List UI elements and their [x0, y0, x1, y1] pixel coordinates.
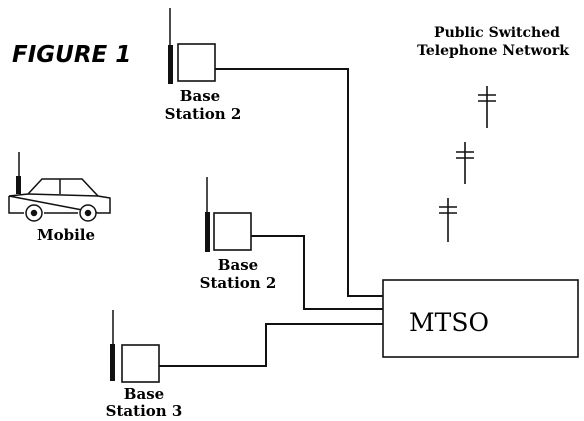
- base-station-2-box: [214, 213, 251, 250]
- link-bs3-mtso: [159, 324, 383, 366]
- link-bs2-mtso: [251, 236, 383, 309]
- pstn-label-line2: Telephone Network: [417, 43, 569, 59]
- base-station-2-label-line1: Base: [218, 256, 258, 274]
- base-station-3-label-line2: Station 3: [106, 402, 183, 420]
- telephone-pole-icon: [456, 142, 474, 184]
- antenna-icon: [168, 8, 173, 84]
- base-station-1-label-line2: Station 2: [165, 105, 242, 123]
- base-station-2: Base Station 2: [200, 177, 277, 292]
- car-icon: [9, 179, 110, 221]
- base-station-1: Base Station 2: [165, 8, 242, 123]
- mobile-label: Mobile: [37, 226, 95, 244]
- mtso-label: MTSO: [409, 308, 489, 337]
- antenna-icon: [205, 177, 210, 252]
- base-station-3-box: [122, 345, 159, 382]
- telephone-pole-icon: [439, 198, 457, 242]
- antenna-icon: [110, 310, 115, 381]
- base-station-3-label-line1: Base: [124, 385, 164, 403]
- car-antenna-icon: [16, 152, 21, 194]
- base-station-2-label-line2: Station 2: [200, 274, 277, 292]
- base-station-1-label-line1: Base: [180, 87, 220, 105]
- base-station-1-box: [178, 44, 215, 81]
- pstn-label-line1: Public Switched: [434, 25, 560, 41]
- figure-title: FIGURE 1: [12, 42, 131, 68]
- mtso: MTSO: [383, 280, 578, 357]
- telephone-pole-icon: [478, 86, 496, 128]
